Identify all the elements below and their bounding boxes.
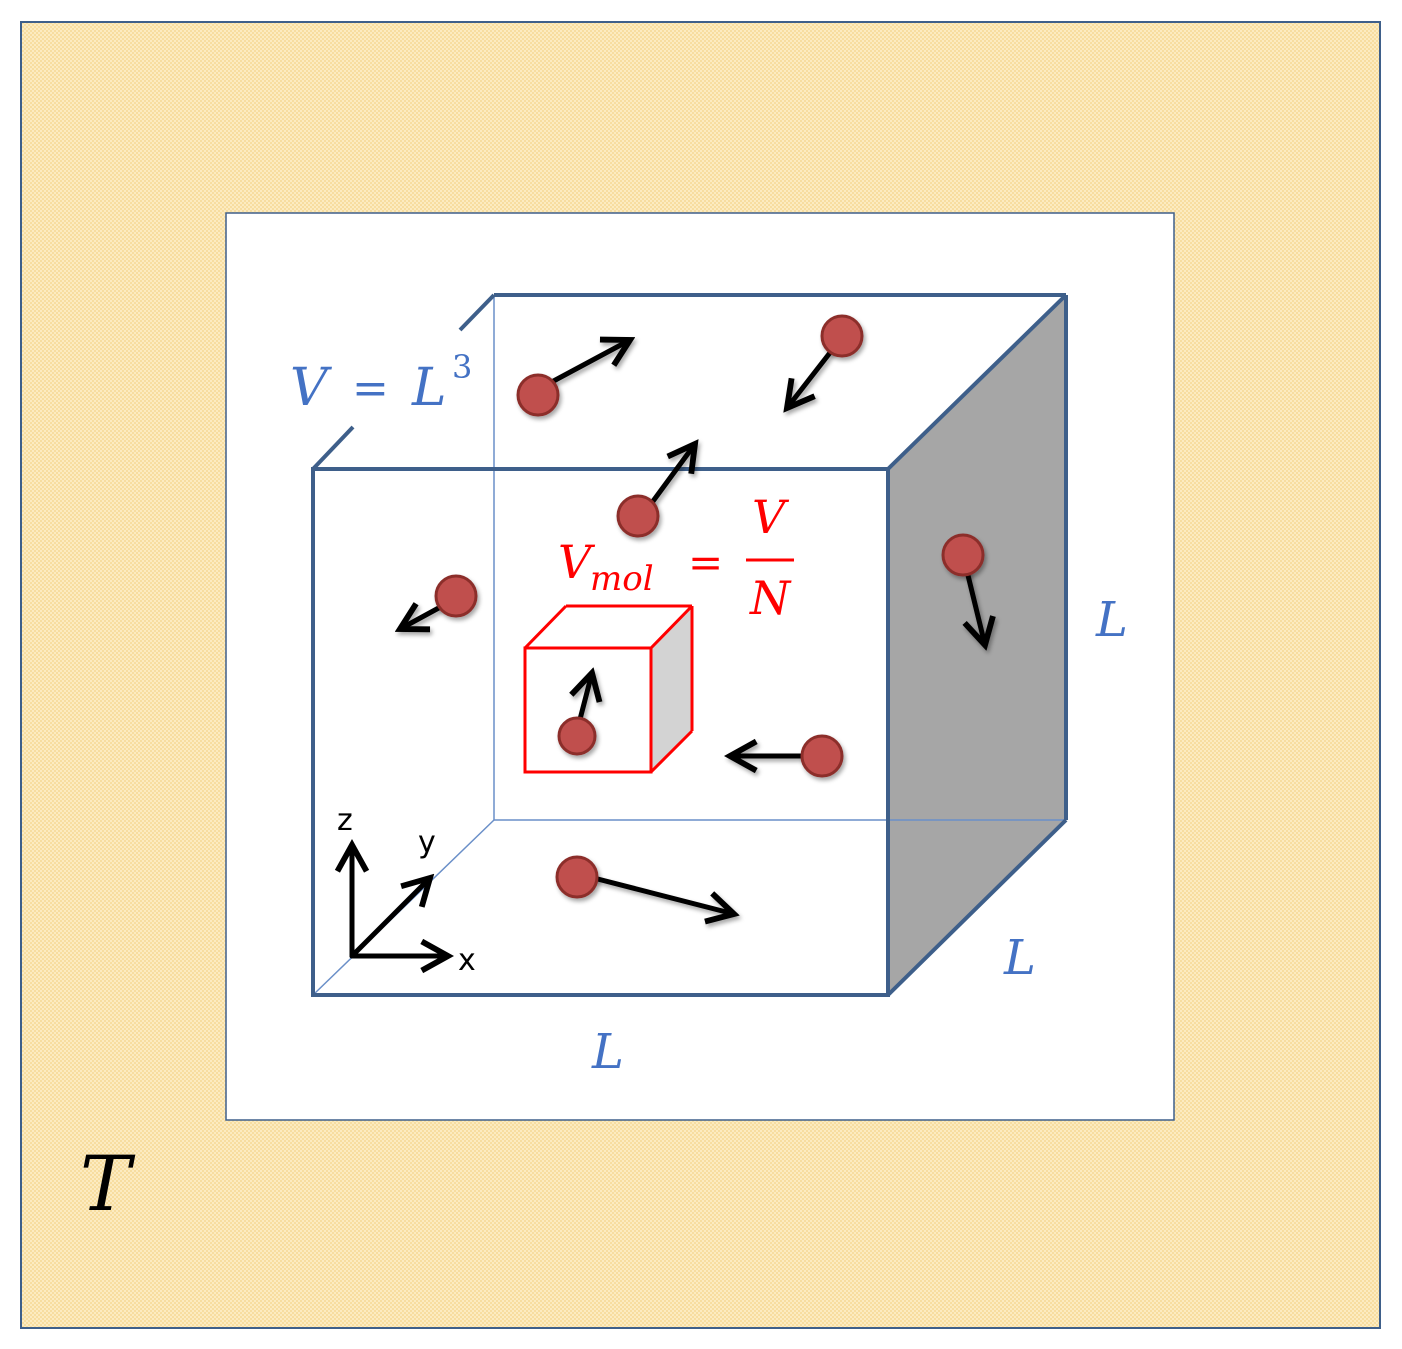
- molecule: [557, 716, 597, 756]
- svg-text:L: L: [411, 358, 447, 418]
- molecular-volume-cube: [523, 604, 694, 774]
- velocity-arrow: [787, 342, 839, 408]
- molecules: [434, 314, 985, 899]
- cube-front-edges: [311, 293, 1068, 997]
- edge-length-bottom: L: [591, 1024, 624, 1080]
- edge-length-depth: L: [1003, 930, 1036, 986]
- y-axis: [349, 878, 430, 959]
- molecule: [941, 533, 985, 577]
- svg-text:V: V: [558, 535, 596, 589]
- temperature-label: T: [80, 1139, 136, 1228]
- svg-text:mol: mol: [590, 559, 654, 599]
- svg-text:V: V: [290, 358, 332, 418]
- axis-z-label: z: [337, 803, 353, 838]
- velocity-arrow: [965, 560, 985, 645]
- svg-text:V: V: [752, 490, 790, 544]
- velocity-arrow: [645, 444, 695, 511]
- molecule: [555, 855, 599, 899]
- svg-text:3: 3: [452, 348, 472, 386]
- svg-text:N: N: [749, 571, 792, 625]
- svg-text:=: =: [688, 538, 723, 587]
- molecule: [516, 373, 560, 417]
- edge-length-right: L: [1095, 592, 1128, 648]
- molecule: [434, 574, 478, 618]
- axis-y-label: y: [418, 825, 436, 860]
- axis-x-label: x: [458, 943, 476, 978]
- molecule: [800, 734, 844, 778]
- molecule: [820, 314, 864, 358]
- volume-label: V = L 3: [290, 348, 472, 418]
- molar-volume-label: V mol = V N: [558, 490, 794, 625]
- velocity-arrow: [545, 340, 630, 387]
- svg-text:=: =: [352, 363, 389, 414]
- velocity-arrow: [583, 873, 734, 914]
- coordinate-axes: [352, 845, 448, 956]
- molecule: [616, 494, 660, 538]
